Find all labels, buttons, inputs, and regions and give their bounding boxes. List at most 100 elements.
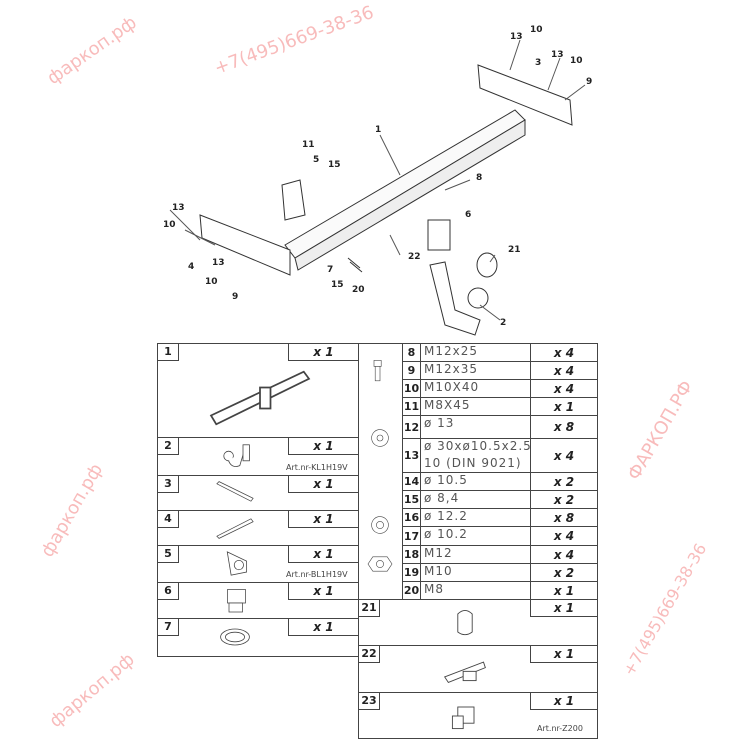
part-quantity: x 1 [288,437,359,455]
part-quantity: x 2 [530,563,598,582]
part-number: 23 [358,692,380,710]
part-sketch-21 [435,605,495,641]
socket-6 [427,219,451,251]
callout-15: 15 [331,280,344,290]
part-number: 14 [402,472,421,491]
callout-5: 5 [313,155,320,165]
part-quantity: x 4 [530,526,598,546]
part-number: 9 [402,361,421,380]
part-quantity: x 1 [288,475,359,493]
part-spec: ø 30xø10.5x2.5 [424,439,531,453]
part-quantity: x 1 [530,645,598,663]
part-spec: M12 [424,546,453,560]
part-number: 12 [402,415,421,439]
spring-7 [347,257,363,273]
nut-icon [362,548,398,580]
callout-6: 6 [465,210,472,220]
callout-10: 10 [163,220,176,230]
tow-ball [467,287,489,309]
part-quantity: x 1 [288,545,359,563]
part-sketch-7 [205,621,265,653]
part-number: 4 [157,510,179,528]
part-number: 1 [157,343,179,361]
part-spec: M10X40 [424,380,480,394]
part-spec: M8X45 [424,398,471,412]
watermark: фаркоп.рф [45,649,139,732]
part-quantity: x 1 [530,581,598,600]
part-quantity: x 1 [288,582,359,600]
part-quantity: x 2 [530,490,598,509]
callout-22: 22 [408,252,421,262]
callout-4: 4 [188,262,195,272]
crossbar-beam [284,109,526,259]
callout-10: 10 [570,56,583,66]
part-quantity: x 2 [530,472,598,491]
part-number: 11 [402,397,421,416]
watermark: ФАРКОП.РФ [623,377,698,484]
callout-10: 10 [530,25,543,35]
bolt-icon [362,355,398,385]
part-number: 3 [157,475,179,493]
assembly-drawing [169,39,586,336]
crossbar-beam-side [294,119,526,271]
side-bracket-right [477,64,573,126]
part-sketch-2 [205,440,265,472]
part-sketch-4 [205,513,265,542]
part-spec: M12x25 [424,344,478,358]
watermark: фаркоп.рф [36,460,108,561]
part-quantity: x 1 [288,510,359,528]
part-number: 5 [157,545,179,563]
part-number: 22 [358,645,380,663]
part-sketch-23 [435,698,495,734]
part-spec: M12x35 [424,362,478,376]
spring-washer-icon [362,510,398,540]
part-spec: ø 8,4 [424,491,460,505]
part-quantity: x 4 [530,361,598,380]
part-number: 6 [157,582,179,600]
part-number: 2 [157,437,179,455]
watermark: +7(495)669-38-36 [619,540,711,679]
part-quantity: x 1 [530,599,598,617]
callout-13: 13 [510,32,523,42]
part-spec: ø 13 [424,416,455,430]
callout-13: 13 [212,258,225,268]
part-quantity: x 4 [530,379,598,398]
callout-9: 9 [232,292,239,302]
callout-13: 13 [172,203,185,213]
callout-2: 2 [500,318,507,328]
washer-icon [362,420,398,456]
part-number: 21 [358,599,380,617]
part-spec-standard: 10 (DIN 9021) [424,456,522,470]
part-number: 7 [157,618,179,636]
part-sketch-6 [205,585,265,615]
part-quantity: x 4 [530,438,598,473]
callout-9: 9 [586,77,593,87]
part-row-23 [358,692,598,739]
part-number: 19 [402,563,421,582]
part-spec: ø 10.2 [424,527,468,541]
part-number: 15 [402,490,421,509]
part-spec: M10 [424,564,453,578]
part-quantity: x 1 [530,397,598,416]
callout-13: 13 [551,50,564,60]
part-number: 10 [402,379,421,398]
article-number: Art.nr-KL1H19V [286,463,348,472]
ball-mount-2 [429,261,481,336]
part-quantity: x 8 [530,415,598,439]
part-quantity: x 1 [530,692,598,710]
callout-8: 8 [476,173,483,183]
callout-1: 1 [375,125,382,135]
part-sketch-3 [205,478,265,507]
callout-20: 20 [352,285,365,295]
part-quantity: x 4 [530,343,598,362]
callout-10: 10 [205,277,218,287]
part-quantity: x 1 [288,343,359,361]
callout-3: 3 [535,58,542,68]
part-quantity: x 8 [530,508,598,527]
part-number: 16 [402,508,421,527]
callout-11: 11 [302,140,315,150]
callout-7: 7 [327,265,334,275]
part-number: 13 [402,438,421,473]
callout-21: 21 [508,245,521,255]
